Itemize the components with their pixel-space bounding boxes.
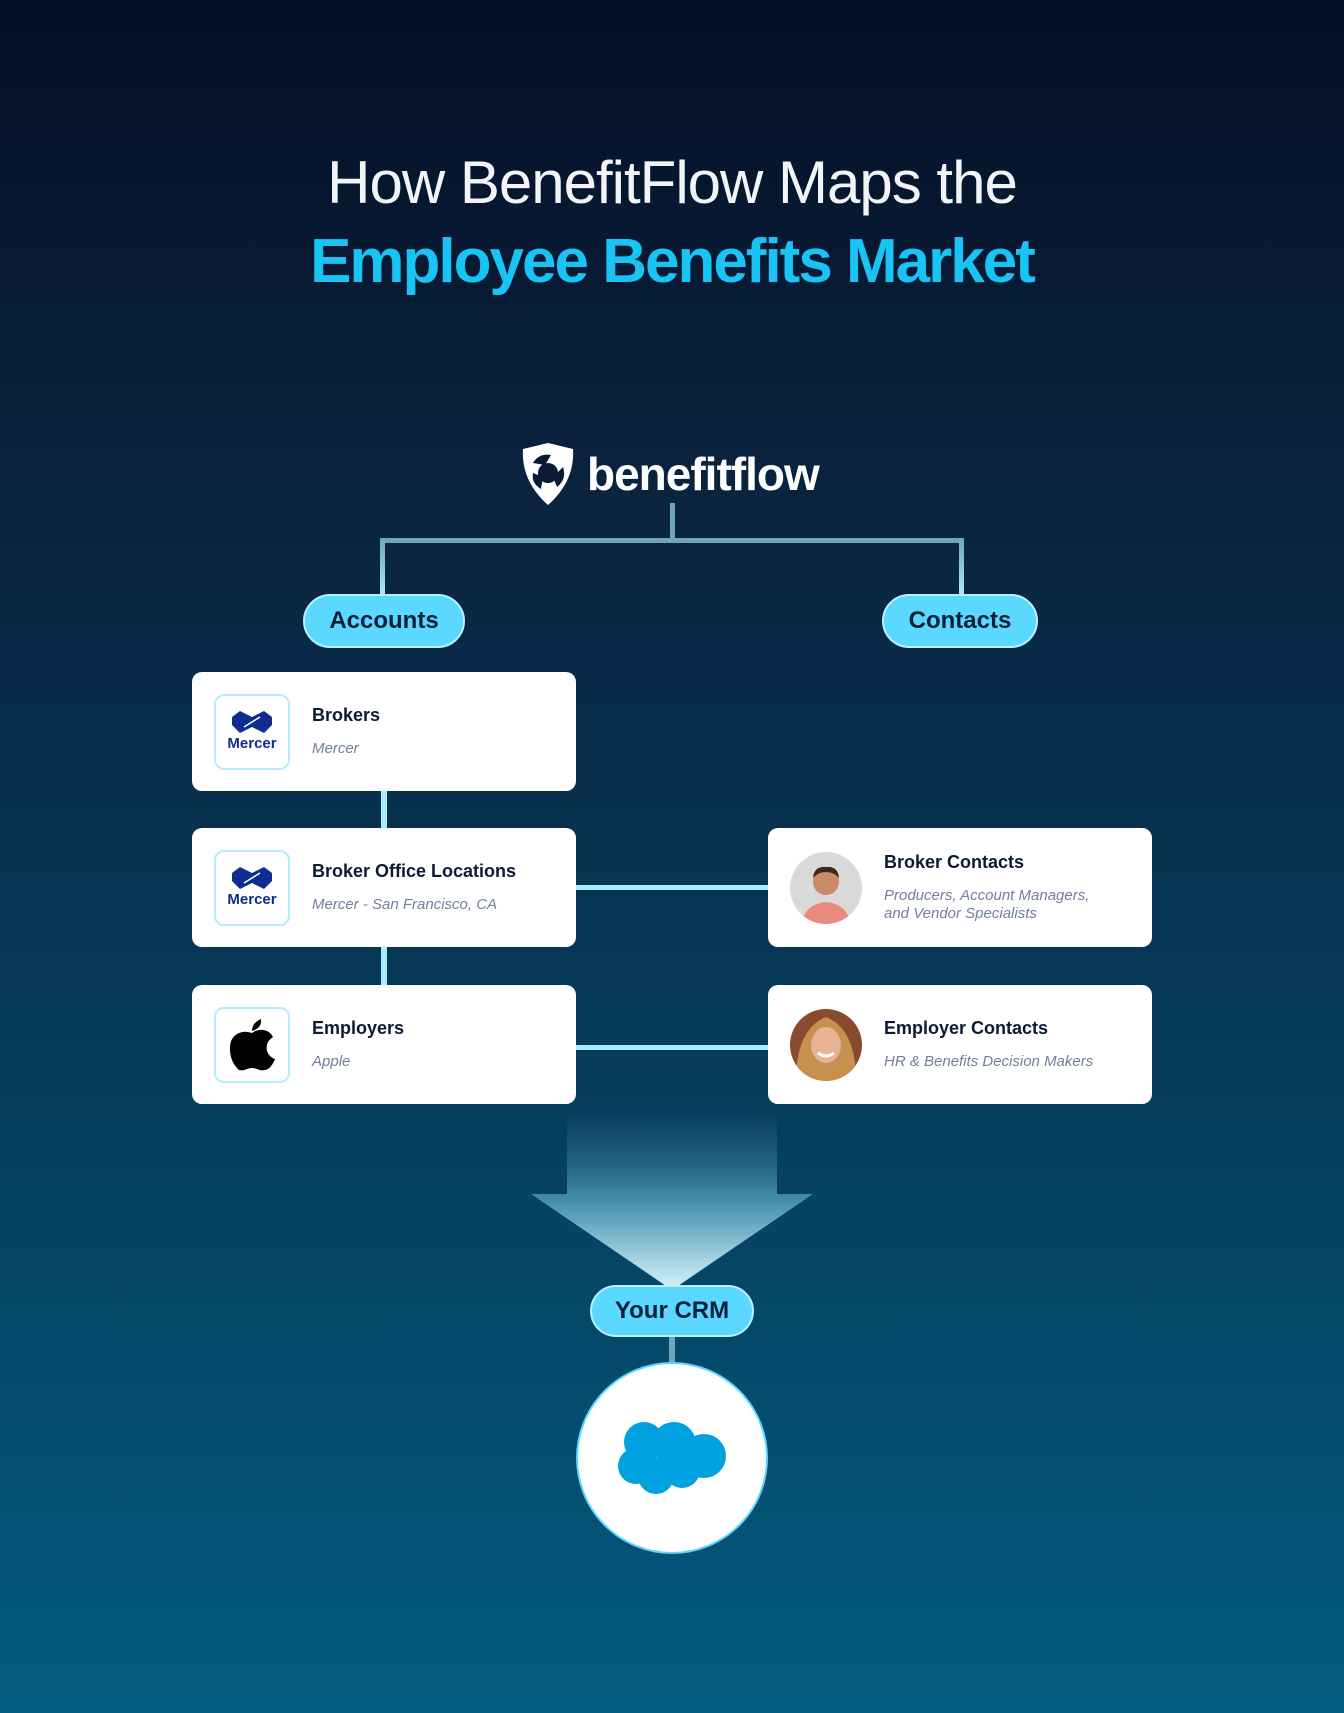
benefitflow-logo: benefitflow bbox=[519, 443, 820, 505]
contact-card-employer-contacts: Employer Contacts HR & Benefits Decision … bbox=[768, 985, 1152, 1104]
mercer-logo-icon: Mercer bbox=[214, 693, 290, 770]
avatar bbox=[790, 851, 862, 924]
apple-icon bbox=[214, 1006, 290, 1083]
salesforce-cloud-icon bbox=[618, 1422, 726, 1494]
contacts-pill: Contacts bbox=[882, 594, 1038, 648]
shield-logo-icon bbox=[522, 443, 574, 505]
card-subtitle: Producers, Account Managers, and Vendor … bbox=[884, 887, 1090, 922]
connector bbox=[669, 1337, 675, 1365]
card-subtitle: Mercer - San Francisco, CA bbox=[312, 896, 498, 913]
connector bbox=[575, 885, 769, 890]
connector bbox=[670, 503, 675, 543]
connector bbox=[575, 1045, 769, 1050]
card-title: Broker Office Locations bbox=[312, 861, 517, 881]
connector bbox=[959, 538, 964, 596]
card-subtitle: Apple bbox=[312, 1053, 351, 1070]
title-line-1: How BenefitFlow Maps the bbox=[327, 149, 1018, 216]
connector bbox=[381, 790, 387, 830]
title-line-2: Employee Benefits Market bbox=[310, 227, 1036, 296]
logo-text: benefitflow bbox=[587, 448, 820, 500]
card-title: Broker Contacts bbox=[884, 852, 1025, 872]
card-subtitle: Mercer bbox=[312, 740, 359, 757]
card-subtitle: HR & Benefits Decision Makers bbox=[884, 1053, 1094, 1070]
crm-circle bbox=[576, 1362, 768, 1554]
down-arrow bbox=[531, 1104, 813, 1290]
mercer-logo-icon: Mercer bbox=[214, 849, 290, 926]
avatar bbox=[790, 1008, 862, 1081]
accounts-pill: Accounts bbox=[303, 594, 465, 648]
connector bbox=[380, 538, 964, 543]
card-title: Employer Contacts bbox=[884, 1018, 1049, 1038]
your-crm-pill: Your CRM bbox=[590, 1285, 754, 1337]
card-title: Brokers bbox=[312, 705, 381, 725]
connector bbox=[381, 946, 387, 986]
connector bbox=[380, 538, 385, 596]
card-title: Employers bbox=[312, 1018, 405, 1038]
